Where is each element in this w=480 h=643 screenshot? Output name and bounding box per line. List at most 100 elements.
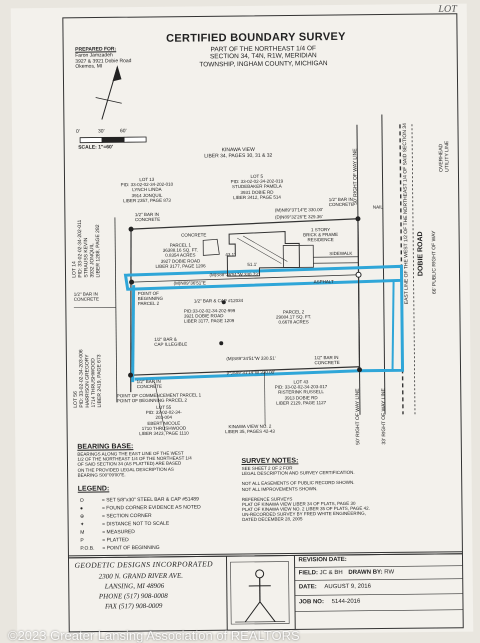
pob-icon: P.O.B. (80, 545, 102, 551)
section-corner-icon: ⊕ (80, 513, 102, 519)
lot-13-label: LOT 13 PID: 33-02-02-34-202-010 LYNCH LI… (120, 177, 173, 203)
job-value: 5144-2016 (332, 599, 361, 605)
poc-line: POINT OF BEGINNING PARCEL 2 (117, 398, 201, 404)
rev-rule-3 (295, 594, 463, 596)
rev-rule-1 (295, 566, 463, 568)
overhead-utility-line (412, 124, 415, 414)
surveyor-logo-icon (231, 562, 290, 625)
bearing-top: (M)N89°37'14"E 330.00' (275, 207, 323, 213)
found-corner-icon: ● (80, 505, 102, 511)
field-label: FIELD: (299, 570, 318, 576)
bearing-mid: (M)S88°36'51"W 330.73' (209, 272, 258, 278)
lot-43-label: LOT 43 PID: 33-02-02-34-203-017 RISTERIN… (275, 379, 328, 405)
highlight-east-inner (392, 280, 395, 370)
revision-date-label: REVISION DATE: (298, 557, 346, 564)
bar-concrete-line: CONCRETE (314, 360, 339, 365)
kinawa-view-bottom: KINAWA VIEW NO. 2 LIBER 35, PAGES 42-43 (225, 424, 275, 435)
bar-illegible-marker (219, 341, 223, 345)
row-50-label-bottom: 50' RIGHT OF WAY LINE (355, 388, 362, 444)
prepared-for-line: Okemos, MI (75, 64, 131, 70)
row-33-label: 33' RIGHT OF WAY LINE (381, 388, 388, 444)
title-block-divider-2 (294, 555, 295, 629)
page-title: CERTIFIED BOUNDARY SURVEY (166, 31, 346, 46)
pob-line: PARCEL 2 (138, 301, 163, 306)
legend-item: ●= FOUND CORNER EVIDENCE AS NOTED (80, 504, 201, 511)
legend-item: M= MEASURED (80, 529, 135, 536)
lot-13-line: LIBER 2357, PAGE 873 (121, 197, 174, 203)
kinawa-view-2-line: LIBER 35, PAGES 42-43 (225, 429, 275, 435)
subtitle-line: TOWNSHIP, INGHAM COUNTY, MICHIGAN (199, 60, 327, 69)
company-address: 2300 N. GRAND RIVER AVE. (99, 571, 213, 580)
residence-line: RESIDENCE (303, 237, 338, 243)
scale-tick-0: 0' (76, 130, 80, 136)
lot-56-label: LOT 56 PID: 33-02-02-34-203-006 HARRISON… (72, 349, 103, 408)
legend-text: = MEASURED (102, 529, 135, 535)
east-boundary-p1 (358, 219, 359, 280)
job-label: JOB NO: (299, 599, 324, 605)
bearing-mid-2: (M)N89°36'51"E (174, 280, 206, 286)
company-fax: FAX (517) 908-0009 (105, 601, 213, 610)
not-to-scale-icon: ✦ (80, 521, 102, 527)
poc-label: POINT OF COMMENCEMENT PARCEL 1 POINT OF … (117, 392, 201, 403)
kinawa-view-line: LIBER 34, PAGES 30, 31 & 32 (204, 153, 272, 159)
residence-label: 1 STORY BRICK & FRAME RESIDENCE (303, 227, 338, 243)
lot-56-line: LIBER 2419, PAGE 673 (96, 349, 103, 407)
bar-concrete-line: CONCRETE (74, 297, 99, 302)
legend-text: = PLATTED (102, 537, 129, 543)
legend-text: = DISTANCE NOT TO SCALE (102, 521, 169, 528)
prepared-for: PREPARED FOR: Faron Jamzadeh 3927 & 3921… (75, 47, 131, 71)
lot-5-label: LOT 5 PID: 33-02-02-34-202-019 STUDEBAKE… (230, 174, 283, 200)
scale-bar-seg-1 (80, 137, 102, 142)
bearing-top-deed: (D)N89°32'26"E 329.36' (275, 214, 323, 220)
company-name: GEODETIC DESIGNS INCORPORATED (75, 560, 213, 570)
legend-item: P.O.B.= POINT OF BEGINNING (80, 545, 159, 552)
pid-middle: PID:33-02-02-34-202-999 3921 DOBIE ROAD … (184, 308, 235, 324)
bar-concrete-line: CONCRETE (135, 217, 160, 222)
legend-item: ⊕= SECTION CORNER (80, 513, 152, 520)
public-row-label: 66' PUBLIC RIGHT OF WAY (431, 231, 438, 294)
legend-item: ✦= DISTANCE NOT TO SCALE (80, 521, 169, 528)
parcel-2-line: 0.6678 ACRES (276, 320, 311, 326)
bar-concrete-nw: 1/2" BAR IN CONCRETE (135, 212, 160, 223)
bar-concrete-sw: 1/2" BAR IN CONCRETE (137, 379, 162, 390)
dim-43: 43.1' (225, 252, 235, 257)
pid-middle-line: LIBER 3177, PAGE 1209 (184, 318, 235, 324)
residence-hatch-1 (237, 238, 281, 264)
highlight-west (132, 285, 135, 382)
company-block: GEODETIC DESIGNS INCORPORATED 2300 N. GR… (75, 560, 214, 610)
company-city: LANSING, MI 48906 (105, 581, 213, 590)
date-row: DATE: AUGUST 9, 2016 (299, 584, 371, 592)
legend-text: = SECTION CORNER (102, 513, 152, 520)
bar-concrete-w: 1/2" BAR IN CONCRETE (74, 291, 99, 302)
date-value: AUGUST 9, 2016 (324, 584, 371, 590)
lot-14-line: LIBER 1288, PAGE 282 (95, 219, 102, 277)
bearing-low: (M)S89°34'51"W 330.51' (226, 356, 275, 362)
lot-43-line: LIBER 2129, PAGE 1127 (275, 400, 328, 406)
nail-label: NAIL (373, 205, 383, 210)
job-row: JOB NO: 5144-2016 (299, 599, 360, 607)
parcel-1-label: PARCEL 1 36388.16 SQ. FT. 0.8354 ACRES 3… (155, 242, 205, 268)
pob-parcel-2: POINT OF BEGINNING PARCEL 2 (138, 291, 163, 307)
lot-55-label: LOT 55 PID: 33-02-02-34- 203-004 EBERT N… (139, 405, 189, 437)
scale-tick-60: 60' (120, 129, 127, 135)
watermark: ©2023 Greater Lansing Association of REA… (8, 628, 300, 643)
drawn-value: RW (384, 569, 394, 575)
lot-5-line: STUDEBAKER PAMELA (231, 184, 284, 190)
concrete-label: CONCRETE (181, 232, 206, 237)
kinawa-view-top: KINAWA VIEW LIBER 34, PAGES 30, 31 & 32 (204, 148, 272, 160)
bar-illegible-line: CAP ILLEGIBLE (154, 342, 187, 348)
legend-text: = SET 5/8"x30" STEEL BAR & CAP #51489 (102, 496, 199, 503)
lot-line-43 (265, 372, 266, 426)
lot-14-label: LOT 14 PID: 33-02-02-34-202-011 STRAUSS … (71, 219, 102, 277)
scale-text: SCALE: 1"=60' (78, 145, 113, 151)
field-value: JC & BH (320, 570, 343, 576)
set-bar-icon: O (80, 497, 102, 503)
highlight-south-east (134, 280, 403, 379)
scale-tick-30: 30' (98, 129, 105, 135)
rev-rule-2 (295, 579, 463, 581)
row-50-label: 50' RIGHT OF WAY LINE (352, 148, 359, 204)
overhead-line: UTILITY LINE (444, 141, 450, 172)
scale-bar-seg-2 (102, 137, 124, 142)
title-block-divider (226, 556, 227, 630)
rev-rule-4 (295, 610, 463, 612)
